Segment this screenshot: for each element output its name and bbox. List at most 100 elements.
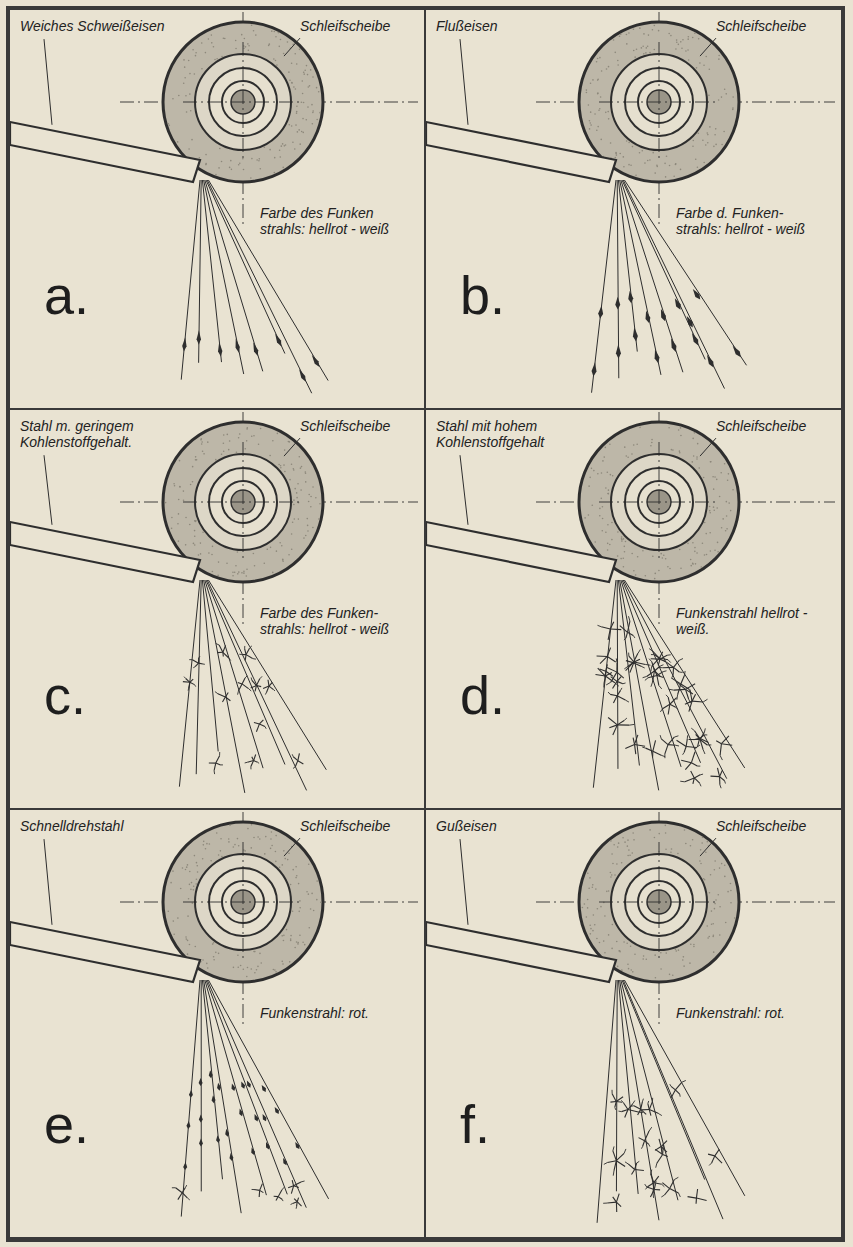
wheel-grain bbox=[705, 852, 707, 854]
spark-spear bbox=[312, 355, 320, 367]
stroke bbox=[293, 1202, 298, 1204]
wheel-grain bbox=[718, 99, 720, 101]
wheel-grain bbox=[703, 878, 705, 880]
stroke bbox=[625, 744, 634, 748]
wheel-grain bbox=[193, 889, 195, 891]
wheel-grain bbox=[623, 566, 625, 568]
wheel-grain bbox=[608, 934, 610, 936]
wheel-grain bbox=[617, 60, 619, 62]
wheel-grain bbox=[602, 460, 604, 462]
wheel-grain bbox=[610, 142, 612, 144]
wheel-grain bbox=[695, 158, 697, 160]
stroke bbox=[629, 724, 634, 726]
spark-spear bbox=[615, 297, 620, 310]
stroke bbox=[242, 684, 248, 689]
wheel-grain bbox=[639, 27, 641, 29]
wheel-grain bbox=[201, 42, 203, 44]
wheel-grain bbox=[642, 550, 644, 552]
wheel-grain bbox=[649, 52, 651, 54]
wheel-grain bbox=[719, 906, 721, 908]
stroke bbox=[620, 626, 628, 633]
wheel-grain bbox=[693, 946, 695, 948]
wheel-grain bbox=[617, 555, 619, 557]
wheel-grain bbox=[641, 47, 643, 49]
wheel-grain bbox=[681, 48, 683, 50]
wheel-grain bbox=[202, 532, 204, 534]
panel: Stahl m. geringem Kohlenstoffgehalt.Schl… bbox=[8, 408, 426, 810]
stroke bbox=[284, 838, 300, 856]
wheel-grain bbox=[691, 461, 693, 463]
stroke bbox=[225, 693, 228, 698]
wheel-grain bbox=[300, 489, 302, 491]
stroke bbox=[659, 842, 660, 962]
stroke bbox=[613, 1146, 614, 1151]
wheel-grain bbox=[290, 935, 292, 937]
stroke bbox=[670, 1189, 679, 1193]
wheel-grain bbox=[641, 150, 643, 152]
wheel-grain bbox=[212, 943, 214, 945]
wheel-grain bbox=[682, 959, 684, 961]
wheel-grain bbox=[621, 538, 623, 540]
wheel-grain bbox=[662, 557, 664, 559]
wheel-grain bbox=[611, 874, 613, 876]
wheel-grain bbox=[212, 546, 214, 548]
wheel-grain bbox=[721, 96, 723, 98]
wheel-grain bbox=[610, 474, 612, 476]
stroke bbox=[625, 700, 629, 702]
wheel-grain bbox=[713, 934, 715, 936]
stroke bbox=[610, 694, 617, 695]
stroke bbox=[616, 663, 617, 672]
stroke bbox=[209, 762, 216, 763]
stroke bbox=[186, 679, 190, 683]
wheel-grain bbox=[697, 167, 699, 169]
wheel-grain bbox=[643, 955, 645, 957]
panel-letter: a. bbox=[44, 268, 89, 322]
stroke bbox=[698, 738, 700, 746]
wheel-grain bbox=[712, 476, 714, 478]
wheel-grain bbox=[203, 844, 205, 846]
stroke bbox=[612, 1090, 613, 1094]
wheel-grain bbox=[244, 38, 246, 40]
stroke bbox=[661, 1195, 664, 1197]
wheel-grain bbox=[187, 940, 189, 942]
stroke bbox=[659, 1139, 661, 1147]
spark-spear bbox=[189, 1090, 193, 1098]
wheel-grain bbox=[187, 915, 189, 917]
stroke bbox=[641, 666, 645, 668]
stroke bbox=[672, 675, 673, 678]
wheel-grain bbox=[624, 446, 626, 448]
wheel-grain bbox=[258, 158, 260, 160]
stroke bbox=[598, 668, 606, 676]
stroke bbox=[249, 689, 252, 691]
stroke bbox=[654, 1189, 660, 1190]
wheel-grain bbox=[201, 441, 203, 443]
wheel-grain bbox=[599, 108, 601, 110]
wheel-grain bbox=[282, 143, 284, 145]
wheel-grain bbox=[237, 838, 239, 840]
spark-spear bbox=[616, 344, 621, 358]
wheel-grain bbox=[238, 571, 240, 573]
wheel-grain bbox=[607, 471, 609, 473]
stroke bbox=[251, 678, 253, 681]
wheel-grain bbox=[676, 41, 678, 43]
wheel-label: Schleifscheibe bbox=[716, 418, 806, 434]
stroke bbox=[268, 680, 269, 686]
wheel-grain bbox=[610, 840, 612, 842]
wheel-grain bbox=[228, 838, 230, 840]
stroke bbox=[700, 774, 703, 776]
wheel-grain bbox=[315, 497, 317, 499]
stroke bbox=[721, 736, 728, 744]
wheel-grain bbox=[599, 57, 601, 59]
wheel-grain bbox=[296, 875, 298, 877]
wheel-grain bbox=[672, 449, 674, 451]
wheel-grain bbox=[587, 872, 589, 874]
stroke bbox=[685, 763, 691, 770]
wheel-grain bbox=[192, 49, 194, 51]
wheel-grain bbox=[637, 556, 639, 558]
spark-spear bbox=[229, 1153, 233, 1161]
stroke bbox=[700, 738, 709, 742]
wheel-grain bbox=[228, 449, 230, 451]
stroke bbox=[638, 649, 641, 653]
wheel-grain bbox=[195, 55, 197, 57]
wheel-grain bbox=[732, 109, 734, 111]
